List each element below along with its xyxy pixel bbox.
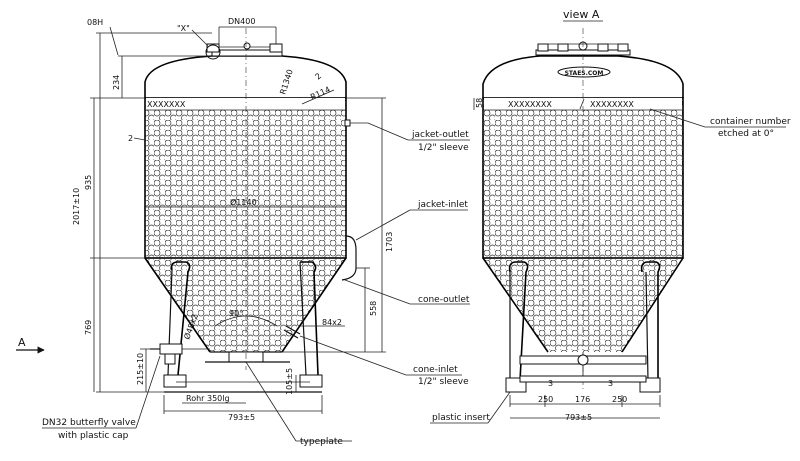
front-view: view A STAES.COM XXXXXXXX XXXXXXXX <box>482 8 684 393</box>
section-marker-x: "X" <box>177 24 190 33</box>
butterfly-valve <box>159 343 183 355</box>
dim-nozzle-top: DN400 <box>228 17 255 26</box>
dim-pad-center: 176 <box>575 395 590 404</box>
label-container-number: container number <box>710 117 791 127</box>
brand-logo <box>557 66 611 78</box>
front-band-text-a: XXXXXXXX <box>508 100 552 109</box>
label-typeplate: typeplate <box>300 437 343 447</box>
dim-jacket-height: 1703 <box>385 232 394 252</box>
jacket-inlet-tube <box>341 235 357 281</box>
dim-total-height: 2017±10 <box>72 188 81 225</box>
side-leg-right <box>300 261 319 376</box>
label-container-number-note: etched at 0° <box>718 129 774 139</box>
dim-head-height: 234 <box>112 75 121 90</box>
label-plastic-insert: plastic insert <box>432 413 490 423</box>
front-dimensions: 58 250 176 250 3 3 793±5 container numbe… <box>430 98 791 424</box>
side-callouts: jacket-outlet 1/2" sleeve jacket-inlet c… <box>42 122 470 447</box>
label-jacket-outlet: jacket-outlet <box>411 130 469 140</box>
dim-cone-angle: 90° <box>229 309 243 318</box>
dim-base-width-right: 793±5 <box>565 413 592 422</box>
side-leg-left <box>170 261 191 376</box>
label-butterfly-valve: DN32 butterfly valve <box>42 418 136 428</box>
dim-slope-right: 3 <box>608 379 613 388</box>
front-leg-left <box>508 261 529 381</box>
dim-cone-height: 769 <box>84 320 93 335</box>
label-cone-inlet: cone-inlet <box>413 365 458 375</box>
dim-diameter: Ø1140 <box>230 197 257 207</box>
detail-x-circle <box>205 44 221 60</box>
dim-foot-height: 105±5 <box>285 368 294 395</box>
dim-valve-height: 215±10 <box>136 353 145 385</box>
dim-rohr: Rohr 350lg <box>186 394 230 403</box>
dim-top-offset: 08H <box>87 18 103 27</box>
dim-cylinder-height: 935 <box>84 175 93 190</box>
dim-slope-left: 3 <box>548 379 553 388</box>
label-butterfly-valve-cap: with plastic cap <box>58 431 129 441</box>
brand-logo-text: STAES.COM <box>565 70 604 77</box>
dim-head-angle: 2 <box>314 71 324 81</box>
jacket-outlet-sleeve <box>344 119 351 127</box>
dim-leg-pipe: 84x2 <box>322 318 342 327</box>
view-arrow-label: A <box>18 336 26 349</box>
front-cone <box>482 257 684 353</box>
label-jacket-inlet: jacket-inlet <box>417 200 468 210</box>
dim-cone-outlet-height: 558 <box>369 301 378 316</box>
dim-pad-right: 250 <box>612 395 627 404</box>
dim-top-band: 58 <box>475 98 484 108</box>
label-cone-outlet: cone-outlet <box>418 295 470 305</box>
dim-wall-thickness: 2 <box>128 134 133 143</box>
front-dome <box>482 55 684 98</box>
view-a-title: view A <box>563 8 600 21</box>
side-band-text: XXXXXXX <box>147 100 186 109</box>
label-cone-inlet-sleeve: 1/2" sleeve <box>418 377 469 387</box>
dim-pad-left: 250 <box>538 395 553 404</box>
front-band-text-b: XXXXXXXX <box>590 100 634 109</box>
side-view: XXXXXXX <box>144 28 357 393</box>
dim-base-width-left: 793±5 <box>228 413 255 422</box>
side-cone <box>144 257 347 353</box>
label-jacket-outlet-sleeve: 1/2" sleeve <box>418 143 469 153</box>
front-leg-right <box>640 261 661 380</box>
side-manhole <box>211 49 283 57</box>
dim-radius-large: R1340 <box>278 68 295 95</box>
